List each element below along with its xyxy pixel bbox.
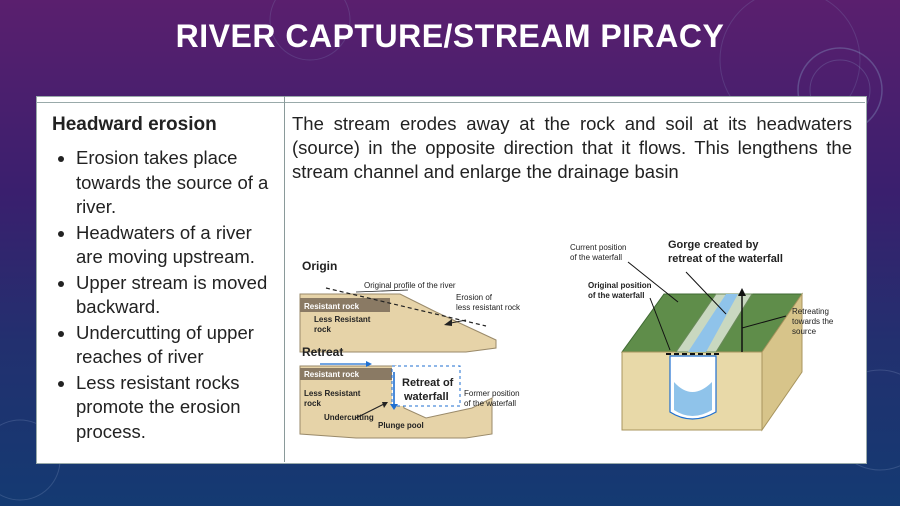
gorge-label: Gorge created by [668, 239, 759, 251]
retreating-label: source [792, 327, 817, 336]
less-resistant-label: Less Resistant [314, 315, 371, 324]
bullet-list: Erosion takes place towards the source o… [52, 146, 280, 444]
gorge-label: retreat of the waterfall [668, 253, 783, 265]
erosion-label: Erosion of [456, 293, 493, 302]
plunge-pool-label: Plunge pool [378, 421, 424, 430]
gorge-block-diagram: Current position of the waterfall Gorge … [570, 239, 834, 432]
less-resistant-label: rock [304, 399, 321, 408]
resistant-rock-label: Resistant rock [304, 370, 360, 379]
less-resistant-label: Less Resistant [304, 389, 361, 398]
former-position-label: of the waterfall [464, 399, 516, 408]
bullet-item: Less resistant rocks promote the erosion… [76, 371, 280, 445]
original-position-label: of the waterfall [588, 291, 644, 300]
erosion-label: less resistant rock [456, 303, 521, 312]
resistant-rock-label: Resistant rock [304, 302, 360, 311]
retreat-of-waterfall-label: Retreat of [402, 377, 454, 389]
current-position-label: of the waterfall [570, 253, 622, 262]
retreat-label: Retreat [302, 345, 343, 359]
former-position-label: Former position [464, 389, 520, 398]
left-heading: Headward erosion [52, 114, 217, 135]
column-divider [284, 96, 285, 462]
original-position-label: Original position [588, 281, 652, 290]
bullet-item: Headwaters of a river are moving upstrea… [76, 221, 280, 270]
current-position-label: Current position [570, 243, 626, 252]
description-text: The stream erodes away at the rock and s… [292, 113, 852, 182]
bullet-item: Upper stream is moved backward. [76, 271, 280, 320]
retreat-of-waterfall-label: waterfall [403, 391, 449, 403]
less-resistant-label: rock [314, 325, 331, 334]
origin-label: Origin [302, 259, 337, 273]
left-column: Headward erosion Erosion takes place tow… [52, 110, 280, 445]
slide-title: RIVER CAPTURE/STREAM PIRACY [175, 18, 725, 54]
retreating-label: towards the [792, 317, 834, 326]
retreating-label: Retreating [792, 307, 829, 316]
bullet-item: Erosion takes place towards the source o… [76, 146, 280, 220]
bullet-item: Undercutting of upper reaches of river [76, 321, 280, 370]
undercutting-label: Undercutting [324, 413, 374, 422]
panel-top-rule [36, 102, 865, 103]
waterfall-retreat-diagram: Origin Original profile of the river Ero… [299, 259, 521, 439]
original-profile-label: Original profile of the river [364, 281, 456, 290]
